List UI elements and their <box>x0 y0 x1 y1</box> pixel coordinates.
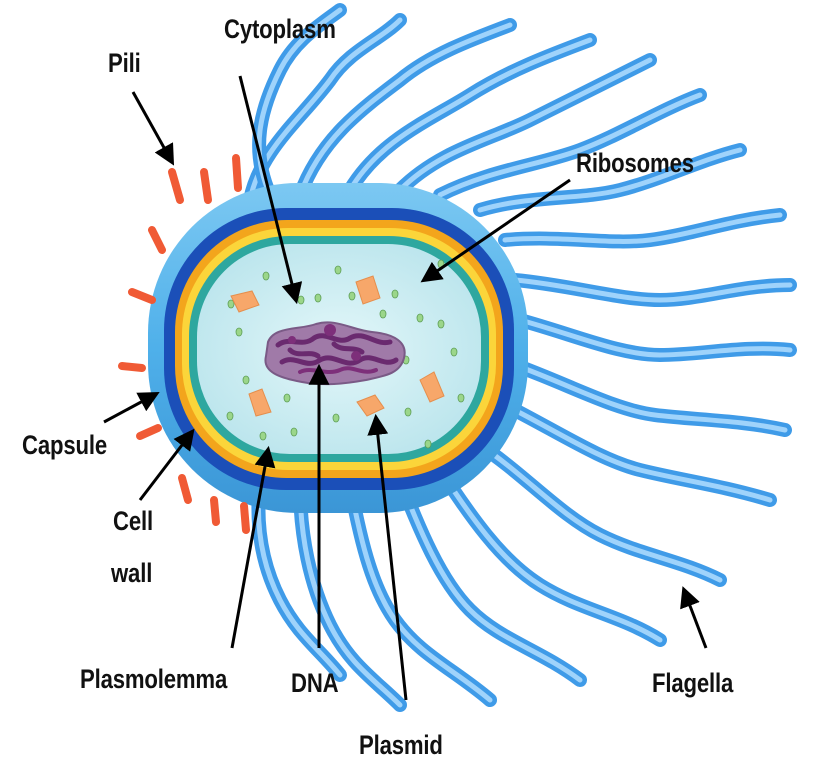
pilus <box>244 506 246 530</box>
flagellum <box>300 25 510 195</box>
pilus <box>204 172 208 200</box>
ribosome <box>243 376 249 384</box>
pilus <box>214 500 216 522</box>
flagellum <box>250 20 400 200</box>
pilus <box>236 158 238 188</box>
pilus <box>132 292 152 300</box>
ribosome <box>417 314 423 322</box>
label-plasmolemma: Plasmolemma <box>80 666 227 693</box>
flagellum-highlight <box>250 20 400 200</box>
label-cell-wall-line1: Cell <box>113 508 153 535</box>
flagellum <box>515 365 785 430</box>
label-dna: DNA <box>291 670 338 697</box>
label-cytoplasm: Cytoplasm <box>224 16 336 43</box>
flagellum-highlight <box>300 25 510 195</box>
pilus <box>122 366 142 368</box>
ribosome <box>335 266 341 274</box>
flagella-arrow <box>684 590 706 648</box>
label-ribosomes: Ribosomes <box>576 150 694 177</box>
pilus <box>152 230 162 250</box>
pilus <box>140 428 158 436</box>
ribosome <box>349 292 355 300</box>
ribosome <box>380 310 386 318</box>
ribosome <box>425 440 431 448</box>
pili-arrow <box>133 92 172 162</box>
ribosome <box>236 328 242 336</box>
capsule-arrow <box>104 394 156 422</box>
ribosome <box>438 320 444 328</box>
ribosome <box>291 428 297 436</box>
ribosome <box>451 348 457 356</box>
ribosome <box>260 432 266 440</box>
pilus <box>182 478 188 500</box>
ribosome <box>458 394 464 402</box>
ribosome <box>405 408 411 416</box>
ribosome <box>333 414 339 422</box>
ribosome <box>284 394 290 402</box>
label-plasmid: Plasmid <box>359 732 443 759</box>
ribosome <box>227 412 233 420</box>
label-cell-wall-line2: wall <box>111 560 152 587</box>
label-capsule: Capsule <box>22 432 107 459</box>
label-pili: Pili <box>108 50 141 77</box>
pilus <box>172 172 180 200</box>
label-flagella: Flagella <box>652 670 733 697</box>
ribosome <box>392 290 398 298</box>
ribosome <box>263 272 269 280</box>
ribosome <box>298 296 304 304</box>
ribosome <box>315 294 321 302</box>
